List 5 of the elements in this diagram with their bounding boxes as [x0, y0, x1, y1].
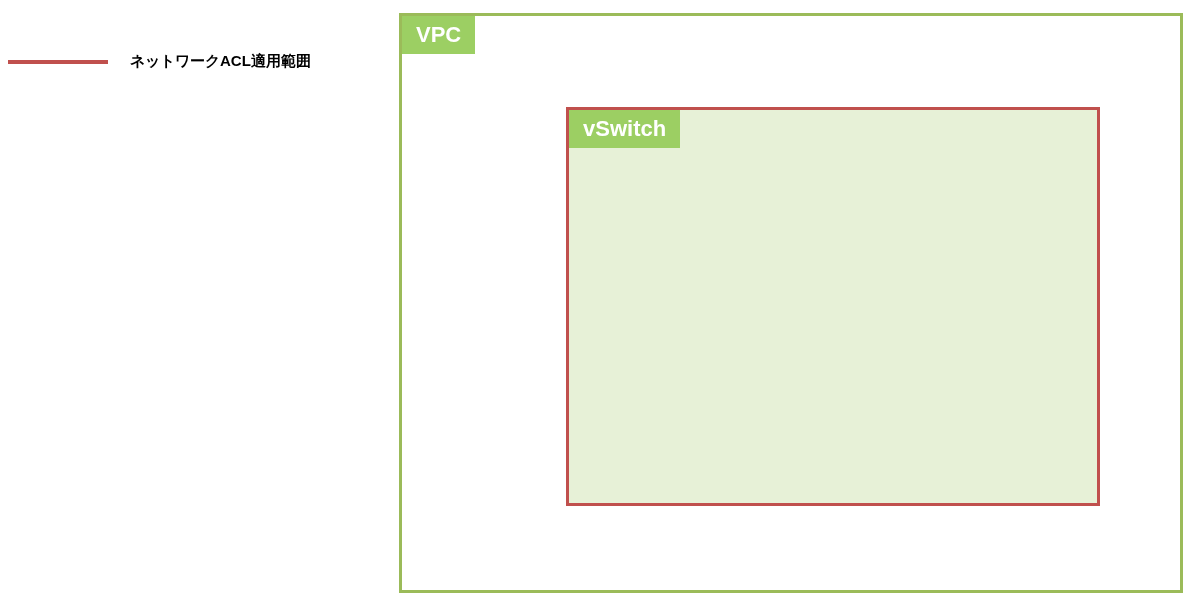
legend-text: ネットワークACL適用範囲 [130, 52, 311, 71]
vswitch-box [566, 107, 1100, 506]
container-label: vSwitch [569, 110, 681, 148]
vpc-box [399, 13, 1183, 593]
container-label: VPC [402, 16, 476, 54]
